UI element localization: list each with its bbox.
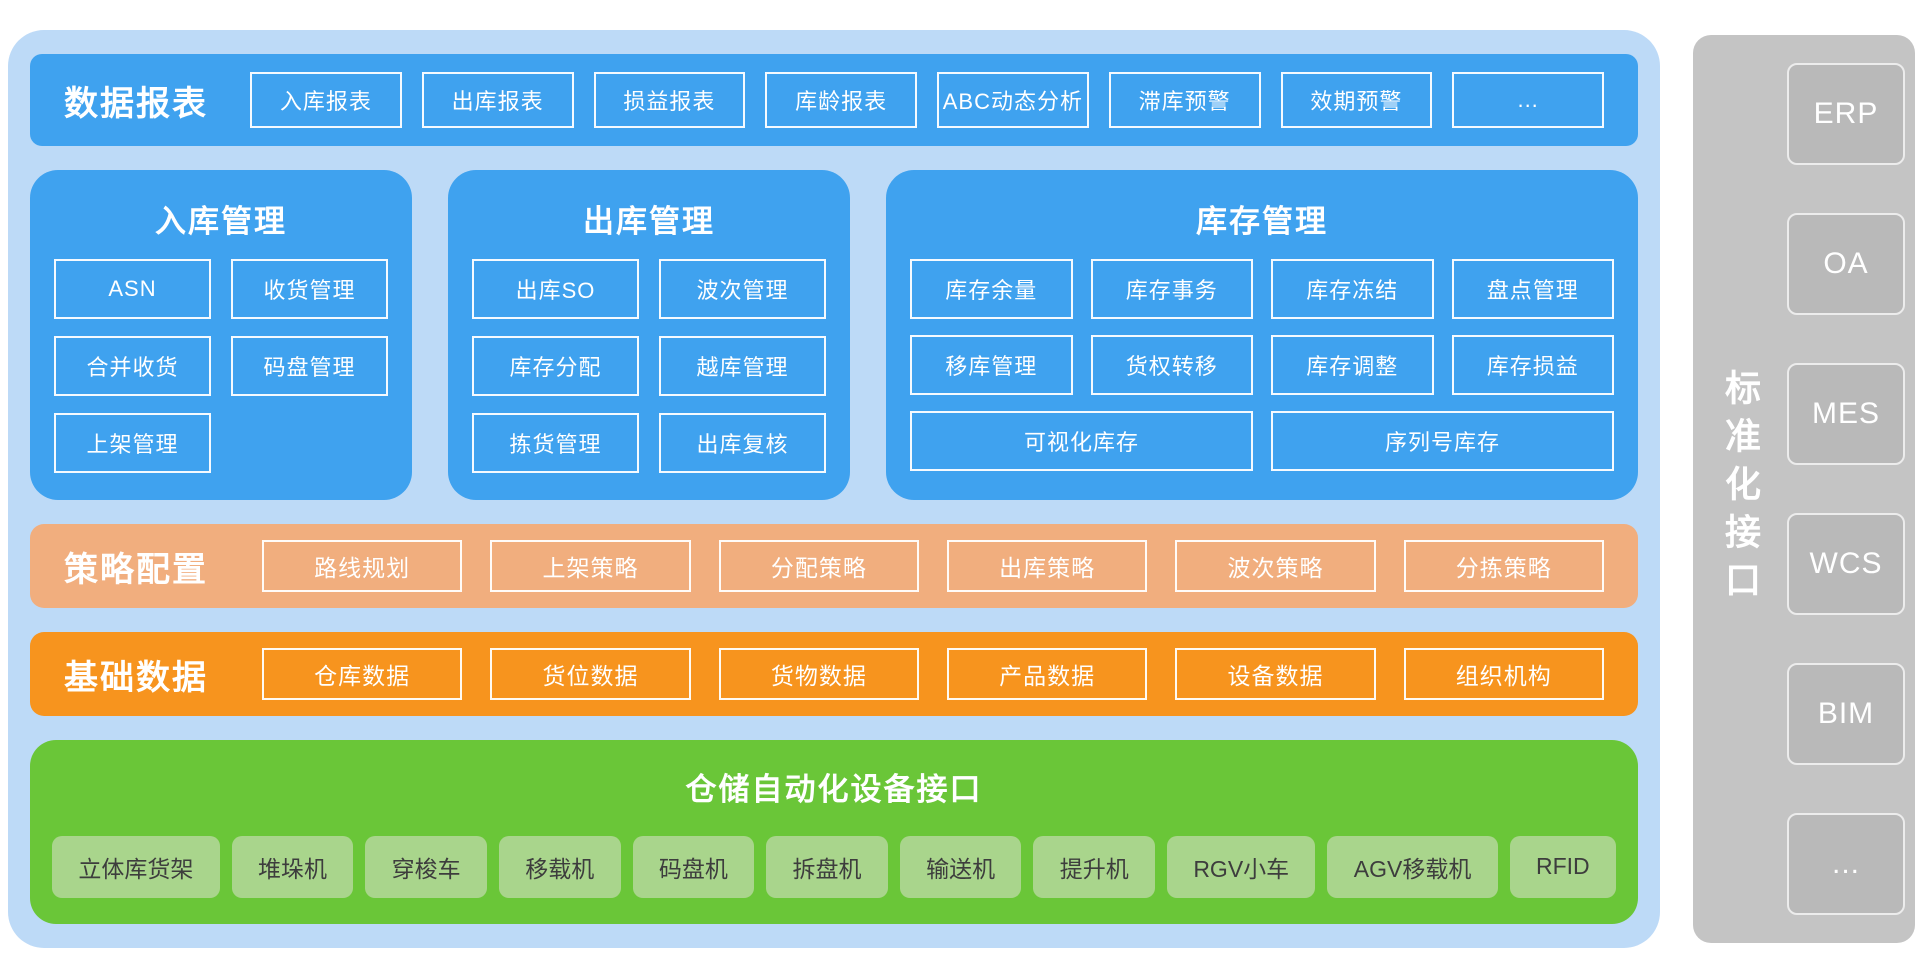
module-chip: 拣货管理 [472, 413, 639, 473]
standard-interface-title: 标准化接口 [1720, 369, 1761, 609]
base-data-bar: 基础数据 仓库数据 货位数据 货物数据 产品数据 设备数据 组织机构 [30, 632, 1638, 716]
module-chip: 库存损益 [1451, 335, 1614, 395]
base-data-chips: 仓库数据 货位数据 货物数据 产品数据 设备数据 组织机构 [262, 648, 1604, 700]
strategy-bar: 策略配置 路线规划 上架策略 分配策略 出库策略 波次策略 分拣策略 [30, 524, 1638, 608]
management-panels: 入库管理 ASN 收货管理 合并收货 码盘管理 上架管理 出库管理 出库SO 波… [30, 170, 1638, 500]
interface-box: MES [1787, 363, 1905, 465]
strategy-chip: 波次策略 [1175, 540, 1376, 592]
device-chip: 输送机 [899, 835, 1022, 898]
module-chip: 出库复核 [659, 413, 826, 473]
module-chip: 库存冻结 [1271, 259, 1434, 319]
inbound-panel: 入库管理 ASN 收货管理 合并收货 码盘管理 上架管理 [30, 170, 412, 500]
device-chip: 码盘机 [632, 835, 755, 898]
module-chip: 库存余量 [910, 259, 1073, 319]
base-data-chip: 货位数据 [490, 648, 691, 700]
inventory-panel-grid: 库存余量 库存事务 库存冻结 盘点管理 移库管理 货权转移 库存调整 库存损益 … [910, 259, 1614, 471]
outbound-panel: 出库管理 出库SO 波次管理 库存分配 越库管理 拣货管理 出库复核 [448, 170, 850, 500]
report-chip: 滞库预警 [1108, 72, 1261, 128]
standard-interface-panel: 标准化接口 ERP OA MES WCS BIM ... [1693, 35, 1915, 943]
automation-device-title: 仓储自动化设备接口 [685, 772, 983, 807]
strategy-bar-title: 策略配置 [64, 550, 208, 589]
device-chip: 堆垛机 [231, 835, 354, 898]
module-chip-wide: 序列号库存 [1271, 411, 1614, 471]
report-chip: 损益报表 [593, 72, 746, 128]
base-data-chip: 组织机构 [1403, 648, 1604, 700]
report-chip: 库龄报表 [765, 72, 917, 128]
outbound-panel-grid: 出库SO 波次管理 库存分配 越库管理 拣货管理 出库复核 [472, 259, 826, 473]
module-chip: 波次管理 [659, 259, 826, 319]
base-data-chip: 货物数据 [718, 648, 919, 700]
module-chip: 合并收货 [54, 336, 211, 396]
module-chip: 出库SO [472, 259, 639, 319]
device-chip: RFID [1509, 835, 1616, 898]
module-chip: 库存分配 [472, 336, 639, 396]
base-data-chip: 设备数据 [1175, 648, 1376, 700]
data-report-bar: 数据报表 入库报表 出库报表 损益报表 库龄报表 ABC动态分析 滞库预警 效期… [30, 54, 1638, 146]
report-chip-more: ... [1452, 72, 1604, 128]
strategy-chip: 分配策略 [718, 540, 919, 592]
module-chip-wide: 可视化库存 [910, 411, 1253, 471]
interface-box-more: ... [1787, 813, 1905, 915]
module-chip: 盘点管理 [1451, 259, 1614, 319]
inbound-panel-title: 入库管理 [155, 204, 287, 239]
standard-interface-boxes: ERP OA MES WCS BIM ... [1787, 63, 1905, 915]
inbound-panel-grid: ASN 收货管理 合并收货 码盘管理 上架管理 [54, 259, 388, 473]
module-chip: 库存事务 [1090, 259, 1253, 319]
strategy-chip: 上架策略 [490, 540, 691, 592]
strategy-chip: 路线规划 [262, 540, 463, 592]
module-chip: 码盘管理 [231, 336, 388, 396]
main-container: 数据报表 入库报表 出库报表 损益报表 库龄报表 ABC动态分析 滞库预警 效期… [8, 30, 1660, 948]
module-chip: 上架管理 [54, 413, 211, 473]
report-chip: 效期预警 [1280, 72, 1433, 128]
module-chip: 收货管理 [231, 259, 388, 319]
automation-device-section: 仓储自动化设备接口 立体库货架 堆垛机 穿梭车 移载机 码盘机 拆盘机 输送机 … [30, 740, 1638, 924]
device-chip: RGV小车 [1167, 835, 1316, 898]
interface-box: ERP [1787, 63, 1905, 165]
data-report-chips: 入库报表 出库报表 损益报表 库龄报表 ABC动态分析 滞库预警 效期预警 ..… [250, 72, 1604, 128]
strategy-chip: 分拣策略 [1403, 540, 1604, 592]
report-chip: 出库报表 [421, 72, 574, 128]
base-data-bar-title: 基础数据 [64, 658, 208, 697]
module-chip: 库存调整 [1271, 335, 1434, 395]
device-chip: 提升机 [1033, 835, 1155, 898]
device-chip: 立体库货架 [52, 835, 220, 898]
interface-box: WCS [1787, 513, 1905, 615]
base-data-chip: 产品数据 [946, 648, 1148, 700]
inventory-panel-title: 库存管理 [1196, 204, 1328, 239]
device-chip: AGV移载机 [1327, 835, 1498, 898]
strategy-chip: 出库策略 [946, 540, 1148, 592]
report-chip: ABC动态分析 [937, 72, 1089, 128]
module-chip: 货权转移 [1090, 335, 1253, 395]
interface-box: OA [1787, 213, 1905, 315]
outbound-panel-title: 出库管理 [583, 204, 715, 239]
device-chip: 穿梭车 [365, 835, 487, 898]
device-chip: 移载机 [498, 835, 621, 898]
device-chip: 拆盘机 [766, 835, 888, 898]
module-chip: ASN [54, 259, 211, 319]
automation-device-chips: 立体库货架 堆垛机 穿梭车 移载机 码盘机 拆盘机 输送机 提升机 RGV小车 … [52, 829, 1616, 904]
report-chip: 入库报表 [250, 72, 402, 128]
base-data-chip: 仓库数据 [262, 648, 463, 700]
inventory-panel: 库存管理 库存余量 库存事务 库存冻结 盘点管理 移库管理 货权转移 库存调整 … [886, 170, 1638, 500]
interface-box: BIM [1787, 663, 1905, 765]
strategy-chips: 路线规划 上架策略 分配策略 出库策略 波次策略 分拣策略 [262, 540, 1604, 592]
data-report-title: 数据报表 [64, 84, 208, 123]
module-chip: 移库管理 [910, 335, 1073, 395]
module-chip: 越库管理 [659, 336, 826, 396]
